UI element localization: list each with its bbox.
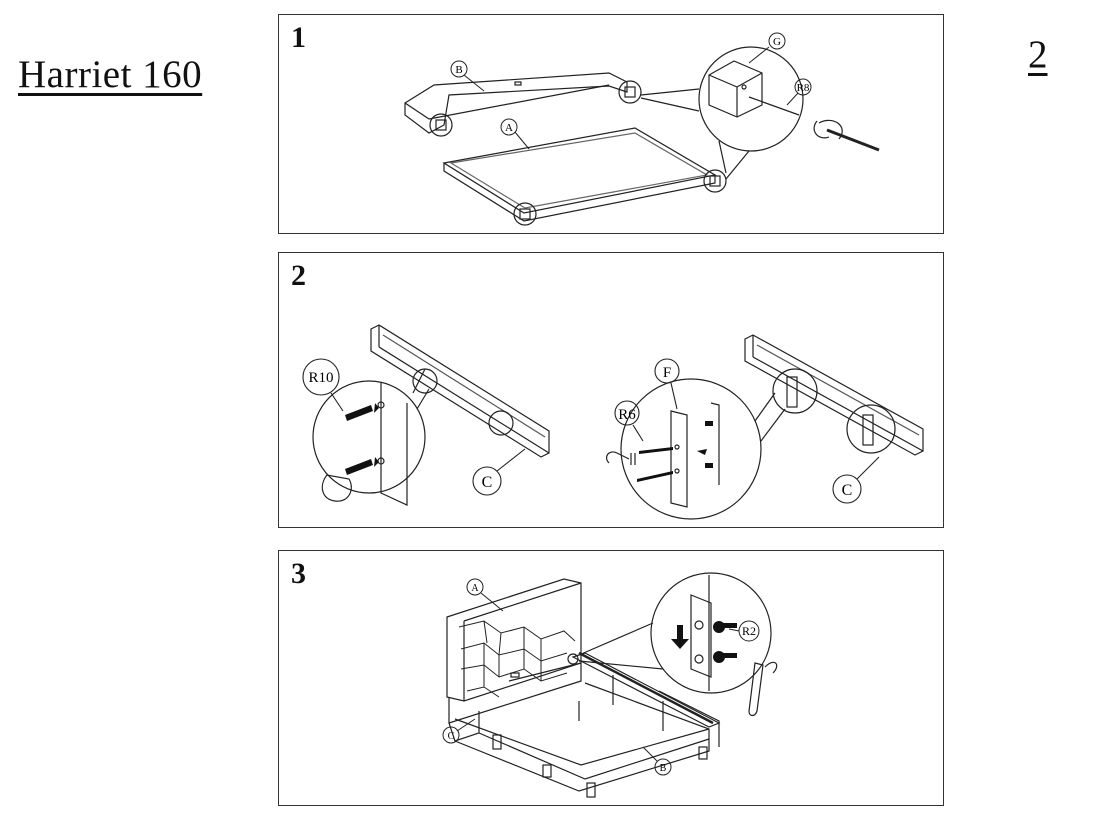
corner-detail-circle — [618, 80, 642, 104]
bolt-r8-part — [748, 96, 800, 116]
label-c-left: C — [482, 474, 493, 491]
label-r10: R10 — [308, 370, 333, 386]
magnified-bracket-circle — [620, 378, 762, 520]
bracket-f-part — [670, 410, 688, 508]
allen-key-icon — [748, 662, 764, 717]
connector-g-part — [708, 60, 763, 118]
document-title: Harriet 160 — [18, 53, 203, 96]
step-3-number: 3 — [291, 557, 306, 590]
hexagon-pattern — [458, 620, 576, 698]
metal-bracket-part — [690, 594, 712, 678]
label-r8: R8 — [797, 82, 810, 94]
corner-detail-circle — [513, 202, 537, 226]
wood-glue-bottle — [321, 474, 352, 502]
screwdriver-icon — [605, 451, 630, 464]
headboard-a-part — [446, 578, 582, 702]
down-arrow-icon — [671, 625, 689, 649]
label-a: A — [505, 122, 513, 134]
corner-detail-circle — [703, 169, 727, 193]
step-2-panel: 2 — [278, 252, 944, 528]
label-b: B — [660, 763, 667, 774]
magnified-hole-circle — [312, 380, 426, 494]
step-1-panel: 1 — [278, 14, 944, 234]
label-c-right: C — [842, 482, 853, 499]
step-3-panel: 3 — [278, 550, 944, 806]
step-3-diagram: A C B R2 — [442, 572, 778, 798]
rotate-arrow-icon — [764, 661, 778, 674]
step-2-number: 2 — [291, 259, 306, 292]
corner-detail-circle — [429, 113, 453, 137]
label-g: G — [773, 36, 781, 48]
label-c: C — [448, 731, 455, 742]
label-r6: R6 — [618, 407, 636, 423]
magnified-fitting-circle — [650, 572, 772, 694]
step-1-number: 1 — [291, 21, 306, 54]
label-b: B — [455, 64, 462, 76]
step-1-diagram: B A G R8 — [404, 32, 880, 226]
frame-b-part — [404, 72, 628, 134]
label-f: F — [663, 365, 671, 381]
panel-a-part — [442, 127, 717, 214]
label-r2: R2 — [742, 624, 756, 638]
step-2-diagram: R10 C F R6 C — [302, 324, 924, 520]
label-a: A — [471, 583, 479, 594]
magnified-joint-circle — [698, 46, 804, 152]
side-rail-c-part — [448, 711, 480, 742]
page-number: 2 — [1028, 33, 1048, 76]
